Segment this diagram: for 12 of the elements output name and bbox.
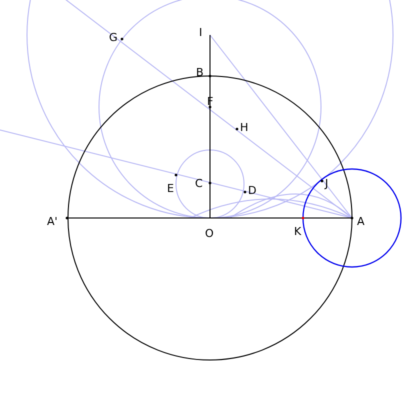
point-label: A bbox=[357, 216, 365, 228]
point-label: C bbox=[195, 178, 203, 190]
point-label: K bbox=[294, 226, 302, 238]
point-label: E bbox=[167, 183, 174, 195]
point-label: H bbox=[240, 122, 248, 134]
point-label: J bbox=[325, 178, 328, 190]
point-label: A' bbox=[47, 216, 58, 228]
point-label: G bbox=[109, 32, 118, 44]
point-label: O bbox=[205, 228, 214, 240]
point-label: B bbox=[196, 67, 204, 79]
point-label: I bbox=[199, 27, 202, 39]
point-label: D bbox=[248, 185, 256, 197]
